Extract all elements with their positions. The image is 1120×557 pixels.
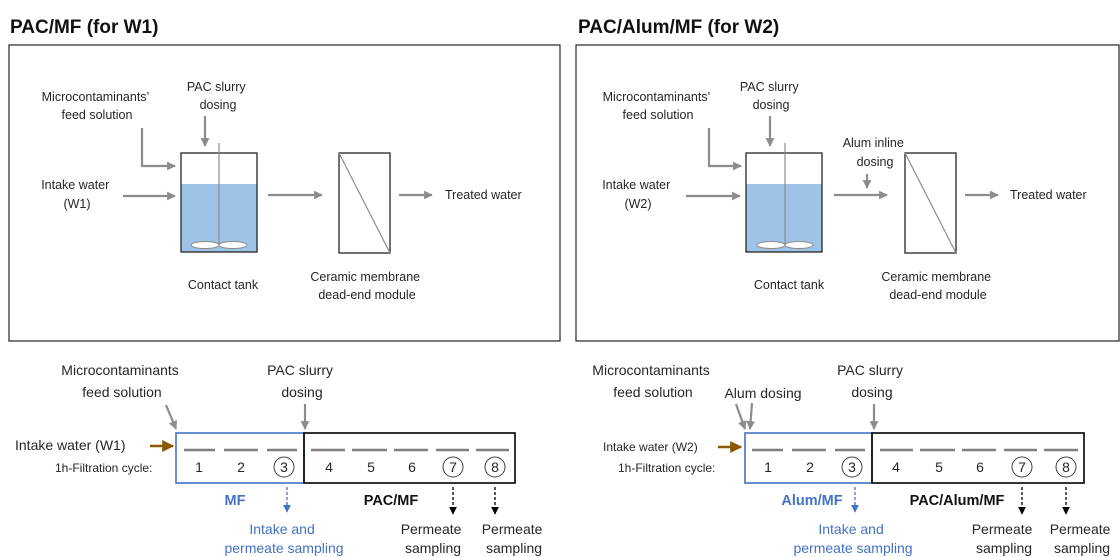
right-cycle-3-circle [841,456,863,478]
right-cycle-4: 4 [892,459,900,475]
right-cycle-8: 8 [1062,459,1070,475]
right-cycle-2: 2 [806,459,814,475]
left-cycle-8-circle [484,456,506,478]
left-cycle-1: 1 [195,459,203,475]
left-cycle-2: 2 [237,459,245,475]
left-phase-mf-box [175,432,305,484]
left-contact-tank-label: Contact tank [188,278,259,292]
right-tl-cycle-label: 1h-Filtration cycle: [618,461,715,475]
right-contact-tank-label: Contact tank [754,278,825,292]
left-contact-tank [180,143,258,253]
left-tl-intake-label: Intake water (W1) [15,437,125,453]
right-cycle-7: 7 [1018,459,1026,475]
right-cycle-1: 1 [764,459,772,475]
right-intake-label: Intake water (W2) [602,178,674,211]
left-treated-label: Treated water [445,188,522,202]
right-tl-micro-label: Microcontaminants feed solution [592,362,713,400]
left-cycle-7: 7 [449,459,457,475]
right-alum-dosing-label: Alum inline dosing [843,136,908,169]
right-tl-alum-arrow [746,402,755,430]
right-cycle-7-circle [1011,456,1033,478]
left-phase-mf-label: MF [225,493,246,509]
left-membrane-label: Ceramic membrane dead-end module [310,270,423,302]
right-feed-arrow [707,128,742,171]
right-tl-alum-label: Alum dosing [724,385,801,401]
right-impeller [756,241,786,249]
left-cycle-7-circle [442,456,464,478]
left-cycle-3-circle [273,456,295,478]
left-feed-arrow [140,128,176,171]
left-panel: PAC/MF (for W1) Microcontaminants’ feed … [8,17,561,556]
right-contact-tank [745,143,823,253]
right-phase-alum-label: Alum/MF [781,493,842,509]
left-intake-label: Intake water (W1) [41,178,113,211]
right-tl-micro-arrow [734,403,747,430]
left-tl-pac-label: PAC slurry dosing [267,362,337,400]
right-phase-alum-box [744,432,873,484]
right-tank-water [746,184,822,252]
left-tl-micro-label: Microcontaminants feed solution [61,362,182,400]
left-cycle-5: 5 [367,459,375,475]
right-pac-dosing-label: PAC slurry dosing [740,80,802,112]
left-schematic-frame [8,44,561,342]
left-impeller [190,241,220,249]
left-sampling-label-1: Intake and permeate sampling [224,521,343,556]
left-pac-dosing-label: PAC slurry dosing [187,80,249,112]
right-treated-label: Treated water [1010,188,1087,202]
left-tl-micro-arrow [164,404,178,430]
left-cycle-8: 8 [491,459,499,475]
right-micro-feed-label: Microcontaminants’ feed solution [603,90,714,122]
left-tl-cycle-label: 1h-Filtration cycle: [55,461,152,475]
right-cycle-6: 6 [976,459,984,475]
right-tl-intake-label: Intake water (W2) [603,440,698,454]
left-micro-feed-label: Microcontaminants’ feed solution [42,90,153,122]
left-cycle-numbers: 1 2 3 4 5 6 7 8 [195,459,499,475]
right-title: PAC/Alum/MF (for W2) [578,17,779,38]
right-sampling-label-2: Permeate sampling [972,521,1037,556]
right-cycle-8-circle [1055,456,1077,478]
right-phase-pac-label: PAC/Alum/MF [910,493,1005,509]
left-cycle-6: 6 [408,459,416,475]
left-membrane-module [338,152,391,254]
right-tl-pac-label: PAC slurry dosing [837,362,907,400]
right-sampling-label-1: Intake and permeate sampling [793,521,912,556]
left-cycle-4: 4 [325,459,333,475]
left-phase-pac-box [303,432,516,484]
right-sampling-label-3: Permeate sampling [1050,521,1115,556]
right-schematic-frame [575,44,1120,342]
right-phase-pac-box [871,432,1085,484]
right-membrane-module [904,152,957,254]
left-cycle-3: 3 [280,459,288,475]
right-cycle-3: 3 [848,459,856,475]
right-membrane-label: Ceramic membrane dead-end module [881,270,994,302]
left-sampling-label-2: Permeate sampling [401,521,466,556]
right-cycle-numbers: 1 2 3 4 5 6 7 8 [764,459,1070,475]
right-cycle-5: 5 [935,459,943,475]
left-title: PAC/MF (for W1) [10,17,158,38]
left-phase-pac-label: PAC/MF [364,493,419,509]
left-sampling-label-3: Permeate sampling [482,521,547,556]
right-panel: PAC/Alum/MF (for W2) Microcontaminants’ … [575,17,1120,556]
